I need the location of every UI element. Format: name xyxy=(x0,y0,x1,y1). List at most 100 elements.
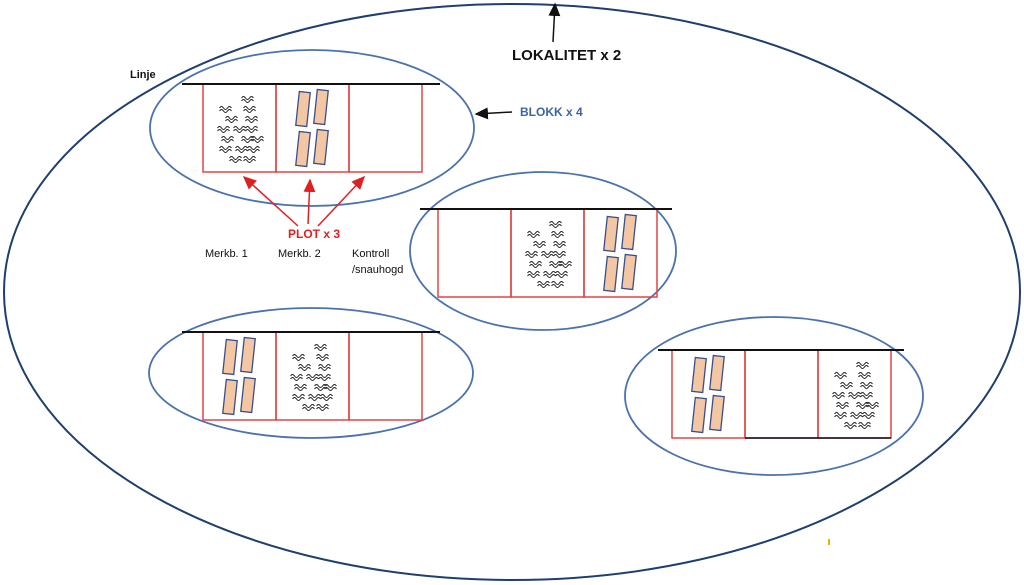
vegetation-mark-1-1-3 xyxy=(225,116,238,123)
seedling-bar-2-3-1 xyxy=(603,215,619,253)
kontroll-label: Kontroll xyxy=(352,248,389,260)
plot-4-2 xyxy=(744,349,819,439)
plot-arrow-2 xyxy=(303,178,316,225)
vegetation-mark-4-3-6 xyxy=(848,392,861,399)
seedling-bar-1-2-3 xyxy=(295,130,311,168)
linje-label: Linje xyxy=(130,69,156,81)
vegetation-mark-3-2-1 xyxy=(292,354,305,361)
plot-arrow-1 xyxy=(242,175,299,227)
vegetation-mark-1-1-9 xyxy=(241,136,254,143)
plot-arrow-3 xyxy=(317,175,366,227)
plot-4-3 xyxy=(817,349,892,439)
plot-1-3 xyxy=(348,83,423,173)
plot-2-1 xyxy=(437,208,512,298)
vegetation-mark-3-2-8 xyxy=(294,384,307,391)
vegetation-mark-3-2-2 xyxy=(316,354,329,361)
block-ellipse-3 xyxy=(148,307,474,439)
merkb2-label: Merkb. 2 xyxy=(278,248,321,260)
vegetation-mark-4-3-8 xyxy=(836,402,849,409)
seedling-bar-4-1-3 xyxy=(691,396,707,434)
vegetation-mark-4-3-14 xyxy=(844,422,857,429)
seedling-bar-2-3-3 xyxy=(603,255,619,293)
seedling-bar-3-1-4 xyxy=(240,376,256,414)
block-ellipse-1 xyxy=(149,49,475,207)
vegetation-mark-3-2-3 xyxy=(298,364,311,371)
vegetation-mark-3-2-4 xyxy=(318,364,331,371)
vegetation-mark-2-2-10 xyxy=(559,261,572,268)
vegetation-mark-1-1-4 xyxy=(245,116,258,123)
vegetation-mark-2-2-9 xyxy=(549,261,562,268)
vegetation-mark-2-2-0 xyxy=(549,221,562,228)
vegetation-mark-1-1-15 xyxy=(243,156,256,163)
vegetation-mark-4-3-2 xyxy=(858,372,871,379)
vegetation-mark-2-2-8 xyxy=(529,261,542,268)
vegetation-mark-1-1-6 xyxy=(233,126,246,133)
vegetation-mark-2-2-5 xyxy=(525,251,538,258)
vegetation-mark-2-2-11 xyxy=(527,271,540,278)
vegetation-mark-2-2-13 xyxy=(555,271,568,278)
vegetation-mark-4-3-3 xyxy=(840,382,853,389)
vegetation-mark-2-2-6 xyxy=(541,251,554,258)
vegetation-mark-1-1-11 xyxy=(219,146,232,153)
stray-mark xyxy=(828,539,830,545)
vegetation-mark-2-2-3 xyxy=(533,241,546,248)
vegetation-mark-3-2-9 xyxy=(314,384,327,391)
block-ellipse-4 xyxy=(624,316,924,476)
plot-1-1 xyxy=(202,83,277,173)
seedling-bar-1-2-2 xyxy=(313,88,329,126)
vegetation-mark-1-1-5 xyxy=(217,126,230,133)
plot-4-1 xyxy=(671,349,746,439)
vegetation-mark-3-2-5 xyxy=(290,374,303,381)
vegetation-mark-2-2-2 xyxy=(551,231,564,238)
vegetation-mark-4-3-13 xyxy=(862,412,875,419)
seedling-bar-4-1-1 xyxy=(691,356,707,394)
vegetation-mark-3-2-7 xyxy=(318,374,331,381)
snauhogd-label: /snauhogd xyxy=(352,264,403,276)
vegetation-mark-3-2-13 xyxy=(320,394,333,401)
seedling-bar-2-3-2 xyxy=(621,213,637,251)
block-ellipse-2 xyxy=(409,171,677,331)
seedling-bar-3-1-2 xyxy=(240,336,256,374)
vegetation-mark-3-2-6 xyxy=(306,374,319,381)
lokalitet-label: LOKALITET x 2 xyxy=(512,47,621,64)
plot-3-2 xyxy=(275,331,350,421)
block-1 xyxy=(182,83,440,173)
vegetation-mark-3-2-14 xyxy=(302,404,315,411)
vegetation-mark-4-3-12 xyxy=(850,412,863,419)
vegetation-mark-4-3-0 xyxy=(856,362,869,369)
block-2 xyxy=(420,208,672,298)
plot-3-1 xyxy=(202,331,277,421)
seedling-bar-1-2-1 xyxy=(295,90,311,128)
plot-label: PLOT x 3 xyxy=(288,227,340,241)
locality-ellipse xyxy=(3,3,1021,581)
lokalitet-arrow xyxy=(548,2,561,43)
vegetation-mark-3-2-0 xyxy=(314,344,327,351)
vegetation-mark-3-2-15 xyxy=(316,404,329,411)
vegetation-mark-1-1-2 xyxy=(243,106,256,113)
seedling-bar-4-1-4 xyxy=(709,394,725,432)
vegetation-mark-1-1-10 xyxy=(251,136,264,143)
vegetation-mark-1-1-0 xyxy=(241,96,254,103)
vegetation-mark-1-1-1 xyxy=(219,106,232,113)
vegetation-mark-1-1-12 xyxy=(235,146,248,153)
vegetation-mark-1-1-13 xyxy=(247,146,260,153)
vegetation-mark-4-3-11 xyxy=(834,412,847,419)
seedling-bar-1-2-4 xyxy=(313,128,329,166)
vegetation-mark-2-2-4 xyxy=(553,241,566,248)
blocks-layer xyxy=(182,83,904,439)
seedling-bar-4-1-2 xyxy=(709,354,725,392)
blokk-arrow xyxy=(474,107,513,120)
vegetation-mark-4-3-7 xyxy=(860,392,873,399)
vegetation-mark-4-3-9 xyxy=(856,402,869,409)
vegetation-mark-2-2-15 xyxy=(551,281,564,288)
plot-1-2 xyxy=(275,83,350,173)
plot-3-3 xyxy=(348,331,423,421)
vegetation-mark-3-2-10 xyxy=(324,384,337,391)
vegetation-mark-4-3-5 xyxy=(832,392,845,399)
seedling-bar-2-3-4 xyxy=(621,253,637,291)
plot-2-2 xyxy=(510,208,585,298)
vegetation-mark-4-3-1 xyxy=(834,372,847,379)
vegetation-mark-4-3-15 xyxy=(858,422,871,429)
seedling-bar-3-1-3 xyxy=(222,378,238,416)
